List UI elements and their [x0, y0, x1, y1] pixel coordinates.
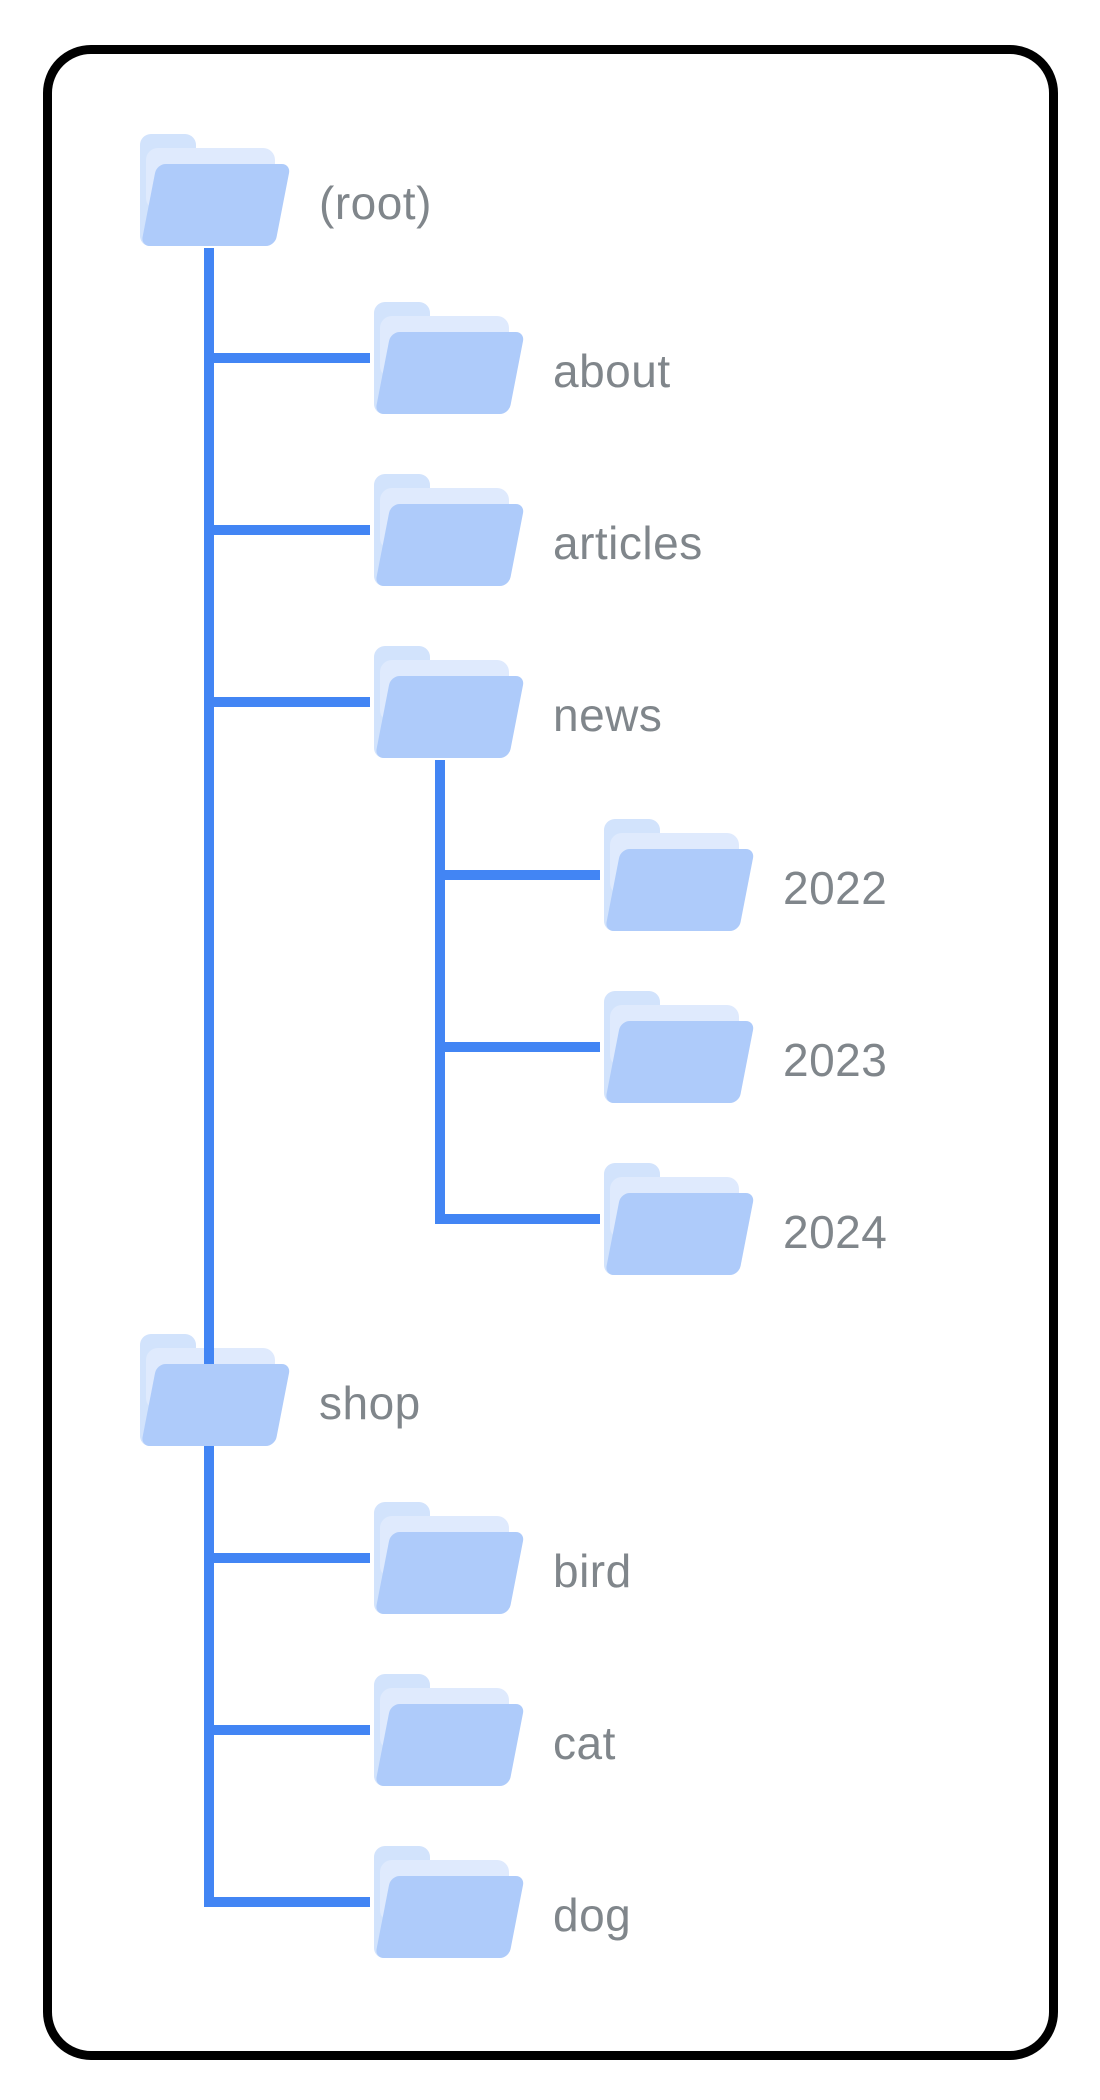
connector-branch-articles	[204, 525, 370, 535]
connector-root-vertical	[204, 248, 214, 1907]
node-label-news: news	[553, 689, 663, 741]
folder-icon-front	[372, 1500, 527, 1616]
connector-branch-news	[204, 697, 370, 707]
folder-icon-front	[138, 1332, 293, 1448]
folder-icon-front	[372, 472, 527, 588]
folder-icon-front	[372, 644, 527, 760]
tree-node-dog: dog	[372, 1844, 631, 1960]
tree-node-shop: shop	[138, 1332, 420, 1448]
connector-branch-about	[204, 353, 370, 363]
diagram-card	[43, 45, 1058, 2060]
connector-news-vertical	[435, 760, 445, 1224]
node-label-root: (root)	[319, 177, 432, 229]
node-label-bird: bird	[553, 1545, 632, 1597]
node-label-cat: cat	[553, 1717, 616, 1769]
tree-node-bird: bird	[372, 1500, 631, 1616]
node-label-2022: 2022	[783, 862, 888, 914]
node-label-shop: shop	[319, 1377, 421, 1429]
folder-icon-front	[372, 1672, 527, 1788]
folder-icon-front	[372, 1844, 527, 1960]
node-label-2023: 2023	[783, 1034, 888, 1086]
tree-node-about: about	[372, 300, 670, 416]
connector-branch-dog	[204, 1897, 370, 1907]
tree-node-2022: 2022	[602, 817, 887, 933]
node-label-about: about	[553, 345, 671, 397]
tree-node-articles: articles	[372, 472, 702, 588]
connector-branch-bird	[204, 1553, 370, 1563]
folder-icon-front	[602, 989, 757, 1105]
folder-icon-front	[372, 300, 527, 416]
tree-node-root: (root)	[138, 132, 431, 248]
connector-branch-cat	[204, 1725, 370, 1735]
tree-node-cat: cat	[372, 1672, 615, 1788]
node-label-dog: dog	[553, 1889, 632, 1941]
tree-node-2024: 2024	[602, 1161, 887, 1277]
tree-node-news: news	[372, 644, 662, 760]
tree-node-2023: 2023	[602, 989, 887, 1105]
folder-icon-front	[602, 817, 757, 933]
connector-branch-2023	[435, 1042, 600, 1052]
folder-icon-front	[138, 132, 293, 248]
folder-icon-front	[602, 1161, 757, 1277]
node-label-articles: articles	[553, 517, 703, 569]
node-label-2024: 2024	[783, 1206, 888, 1258]
connector-branch-2022	[435, 870, 600, 880]
connector-branch-2024	[435, 1214, 600, 1224]
